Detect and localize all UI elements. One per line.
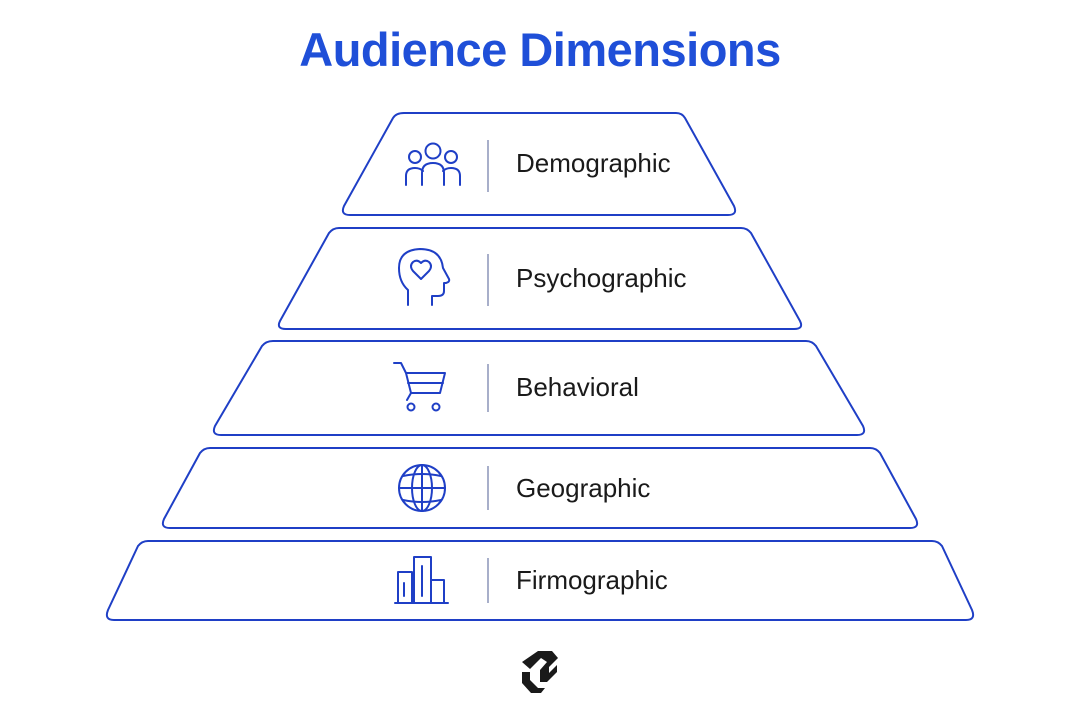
tier-shape (212, 340, 866, 436)
shopping-cart-icon (393, 362, 446, 412)
tier-geographic: Geographic (161, 447, 919, 529)
brand-logo (522, 651, 558, 693)
logo-mark-lower (522, 672, 545, 693)
logo-mark-upper (522, 651, 558, 682)
tier-firmographic: Firmographic (105, 540, 975, 621)
tier-demographic: Demographic (341, 112, 737, 216)
tier-label: Behavioral (516, 372, 639, 402)
diagram-title: Audience Dimensions (299, 23, 781, 76)
globe-icon (398, 464, 446, 512)
tier-shape (277, 227, 803, 330)
head-heart-icon (398, 248, 451, 306)
tier-label: Firmographic (516, 565, 668, 595)
tier-behavioral: Behavioral (212, 340, 866, 436)
tier-shape (161, 447, 919, 529)
tier-shape (341, 112, 737, 216)
people-group-icon (405, 142, 461, 186)
tier-shape (105, 540, 975, 621)
tier-label: Demographic (516, 148, 671, 178)
tier-label: Geographic (516, 473, 650, 503)
tier-label: Psychographic (516, 263, 687, 293)
tier-psychographic: Psychographic (277, 227, 803, 330)
buildings-icon (394, 556, 449, 604)
